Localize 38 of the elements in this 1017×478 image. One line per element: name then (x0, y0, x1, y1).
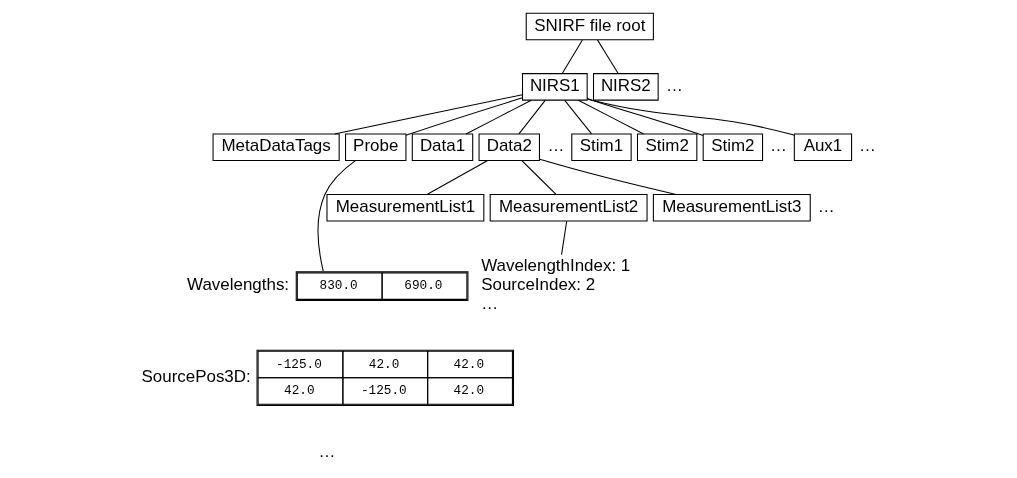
connector (520, 159, 557, 195)
connector (517, 99, 546, 134)
connector (317, 159, 356, 272)
node-label: Wavelengths: (186, 274, 289, 294)
node-box: MetaDataTags (212, 133, 340, 161)
label: … (769, 135, 787, 155)
connector (405, 96, 523, 136)
node-label: SourcePos3D: (141, 366, 251, 386)
connector (577, 99, 644, 135)
node-box: Stim1 (570, 133, 632, 161)
node-box: SNIRF file root (525, 12, 654, 40)
connector (333, 93, 523, 135)
node-box: Data2 (478, 133, 540, 161)
node-box: Stim2 (636, 133, 697, 161)
label: … (858, 135, 876, 155)
node-box: MeasurementList2 (489, 193, 648, 221)
label: … (665, 75, 683, 95)
connector (465, 99, 532, 135)
label: … (318, 441, 335, 461)
node-box: Stim2 (702, 133, 763, 161)
label: … (817, 196, 835, 216)
node-box: MeasurementList1 (325, 193, 484, 221)
label: … (546, 135, 564, 155)
node-text: WavelengthIndex: 1 SourceIndex: 2 … (480, 255, 630, 313)
connector (560, 220, 567, 255)
node-box: Aux1 (793, 133, 852, 161)
node-box: NIRS1 (521, 72, 588, 101)
node-box: MeasurementList3 (652, 193, 811, 221)
connector (426, 159, 488, 195)
node-box: Probe (344, 133, 406, 161)
connector (563, 99, 592, 134)
connector (586, 97, 703, 136)
node-box: Data1 (411, 133, 473, 161)
connector (561, 38, 583, 74)
connector (538, 158, 677, 195)
connector (586, 97, 795, 136)
node-box: NIRS2 (592, 72, 659, 101)
connector (596, 38, 619, 74)
